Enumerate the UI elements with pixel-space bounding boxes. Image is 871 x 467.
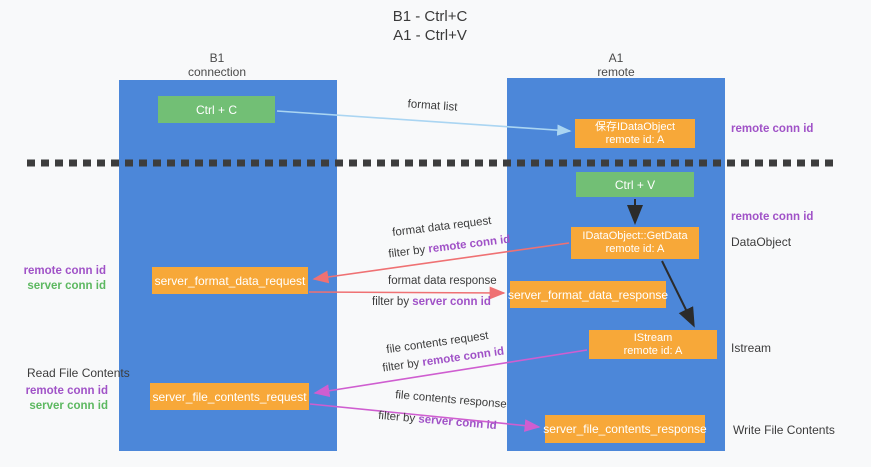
format-list-arrow <box>276 110 572 136</box>
file-contents-response-arrow <box>309 403 541 432</box>
server-file-contents-response-box: server_file_contents_response <box>543 415 707 443</box>
filter-by-text: filter by <box>372 296 413 308</box>
istream-side-label: Istream <box>731 341 772 355</box>
getdata-to-istream-arrow <box>661 260 695 328</box>
format-data-response-note: format data response <box>388 275 497 287</box>
read-file-contents-label: Read File Contents <box>27 366 130 380</box>
ctrl-v-box: Ctrl + V <box>576 172 694 197</box>
left-file-conn-id-stack: remote conn id server conn id <box>24 384 108 414</box>
right-remote-conn-id-top-label: remote conn id <box>731 123 814 135</box>
ctrl-v-label: Ctrl + V <box>614 177 656 192</box>
idataobject-getdata-box: IDataObject::GetData remote id: A <box>571 227 699 259</box>
server-format-data-response-box: server_format_data_response <box>507 281 669 308</box>
getdata-line1: IDataObject::GetData <box>582 230 688 242</box>
right-remote-conn-id-mid-label: remote conn id <box>731 211 814 223</box>
column-a1-role: remote <box>597 65 635 79</box>
file-contents-request-arrow <box>313 349 588 398</box>
istream-line1: IStream <box>633 331 673 344</box>
write-file-contents-label: Write File Contents <box>733 423 835 437</box>
server-format-data-request-box: server_format_data_request <box>152 267 308 294</box>
column-b1-role: connection <box>187 65 247 79</box>
save-idataobject-line2: remote id: A <box>605 133 665 146</box>
left-server-conn-id-label: server conn id <box>27 280 106 292</box>
ctrl-c-box: Ctrl + C <box>158 96 275 123</box>
format-data-request-arrow <box>312 242 570 284</box>
istream-box: IStream remote id: A <box>589 330 717 359</box>
left-remote-conn-id-label-2: remote conn id <box>25 385 108 397</box>
getdata-line2: remote id: A <box>605 243 665 255</box>
column-header-a1: A1 remote <box>546 51 686 79</box>
title-line-b1: B1 - Ctrl+C <box>392 8 468 25</box>
server-file-contents-response-label: server_file_contents_response <box>543 422 707 436</box>
left-remote-conn-id-label: remote conn id <box>23 265 106 277</box>
dataobject-label: DataObject <box>731 235 792 249</box>
column-b1-name: B1 <box>209 51 225 65</box>
istream-line2: remote id: A <box>623 344 683 357</box>
server-file-contents-request-label: server_file_contents_request <box>152 389 307 404</box>
server-file-contents-request-box: server_file_contents_request <box>150 383 309 410</box>
server-format-data-request-label: server_format_data_request <box>154 273 306 288</box>
server-format-data-response-label: server_format_data_response <box>507 287 669 302</box>
save-idataobject-box: 保存IDataObject remote id: A <box>575 119 695 148</box>
column-header-b1: B1 connection <box>147 51 287 79</box>
save-idataobject-line1: 保存IDataObject <box>594 120 676 133</box>
ctrl-c-label: Ctrl + C <box>195 102 237 117</box>
title-line-a1: A1 - Ctrl+V <box>393 27 467 44</box>
left-conn-id-stack: remote conn id server conn id <box>20 264 106 294</box>
diagram-title: B1 - Ctrl+C A1 - Ctrl+V <box>330 7 530 45</box>
format-data-response-arrow <box>308 286 506 300</box>
left-server-conn-id-label-2: server conn id <box>29 400 108 412</box>
server-conn-id-text: server conn id <box>412 296 491 308</box>
format-response-filter-note: filter by server conn id <box>372 296 491 308</box>
column-a1-name: A1 <box>608 51 624 65</box>
